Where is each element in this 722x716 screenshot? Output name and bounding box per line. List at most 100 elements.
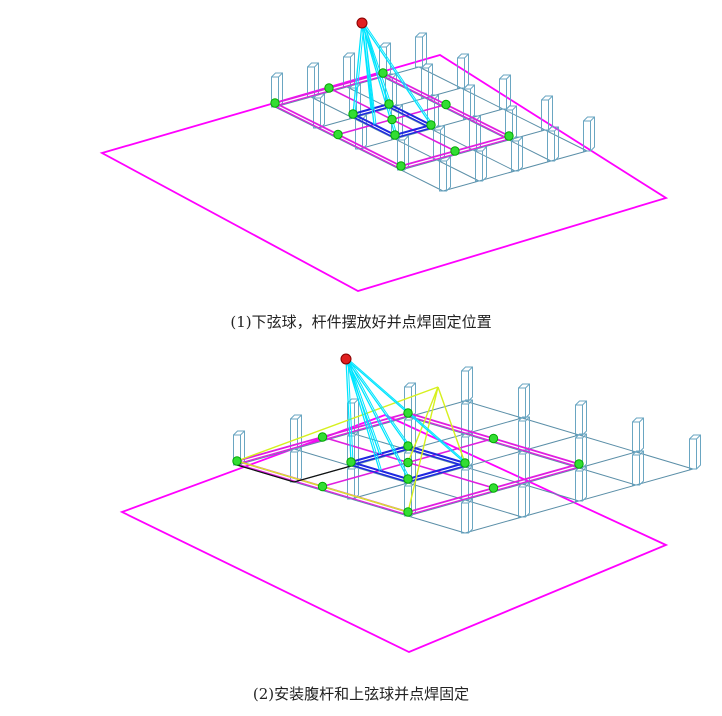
support-column — [433, 129, 441, 161]
support-column-edge — [468, 366, 473, 372]
support-column-edge — [689, 434, 701, 470]
support-column — [463, 88, 471, 120]
support-column — [461, 370, 469, 402]
support-column-edge — [525, 482, 530, 488]
support-column-edge — [428, 63, 433, 69]
crane-cable — [361, 22, 432, 126]
support-column-edge — [582, 433, 587, 439]
crane-cable — [345, 358, 381, 471]
support-column-edge — [470, 84, 475, 90]
inner-frame-member — [407, 448, 466, 467]
support-column-edge — [499, 74, 511, 110]
crane-cable — [347, 358, 382, 471]
ball-node — [504, 131, 514, 141]
ball-node — [333, 129, 343, 140]
ball-node — [488, 433, 499, 444]
support-column-edge — [525, 416, 530, 422]
support-column — [575, 470, 583, 502]
inner-frame-member — [407, 445, 466, 464]
support-column-edge — [278, 72, 283, 78]
support-column-edge — [639, 450, 644, 456]
ball-node — [390, 130, 400, 140]
support-column-edge — [297, 447, 302, 453]
support-column-edge — [350, 52, 355, 58]
inner-frame-member — [394, 127, 432, 139]
support-column — [518, 387, 526, 419]
support-column — [313, 97, 321, 129]
edge-line — [236, 464, 295, 483]
crane-cable — [347, 358, 354, 463]
support-column — [583, 120, 591, 152]
support-column-edge — [575, 466, 587, 502]
support-column — [355, 118, 363, 150]
support-column-edge — [411, 382, 416, 388]
figure2-ball-nodes — [232, 408, 584, 517]
support-column-edge — [696, 434, 701, 440]
ball-node — [403, 507, 413, 517]
support-column-edge — [554, 126, 559, 132]
inner-frame-member — [388, 103, 432, 126]
support-column-edge — [482, 146, 487, 152]
support-column — [632, 421, 640, 453]
support-column-edge — [575, 400, 587, 436]
support-column-edge — [468, 399, 473, 405]
support-column — [415, 36, 423, 68]
support-column — [499, 78, 507, 110]
support-column-edge — [506, 74, 511, 80]
edge-line — [293, 465, 352, 483]
figure2-crane-hook — [340, 353, 352, 365]
support-column-edge — [461, 366, 473, 402]
support-column — [518, 486, 526, 518]
support-column-edge — [582, 400, 587, 406]
support-column-edge — [518, 482, 530, 518]
support-column — [461, 502, 469, 534]
ball-node — [403, 457, 413, 468]
support-column — [457, 57, 465, 89]
ball-node — [346, 457, 356, 467]
crane-cable — [361, 22, 390, 105]
support-column-edge — [446, 156, 451, 162]
crane-cable — [363, 22, 377, 125]
inner-frame-member — [352, 116, 396, 139]
support-column-edge — [386, 42, 391, 48]
crane-cable — [347, 358, 382, 455]
support-column — [547, 130, 555, 162]
ball-node — [317, 432, 328, 442]
support-column — [632, 454, 640, 486]
support-column-edge — [314, 62, 319, 68]
ball-node — [403, 408, 413, 418]
support-column-edge — [354, 431, 359, 437]
crane-cable — [361, 22, 375, 125]
inner-frame-member — [388, 106, 432, 129]
ball-node — [396, 161, 406, 171]
figure2-caption: (2)安装腹杆和上弦球并点焊固定 — [252, 685, 470, 703]
web-member — [437, 386, 466, 464]
support-column-edge — [461, 498, 473, 534]
web-member — [236, 386, 439, 462]
web-member — [407, 386, 439, 513]
support-column-edge — [639, 417, 644, 423]
support-column-edge — [548, 95, 553, 101]
support-column-edge — [297, 414, 302, 420]
ball-node — [270, 98, 280, 108]
figure1-caption: (1)下弦球，杆件摆放好并点焊固定位置 — [230, 313, 492, 331]
figure1-ball-nodes — [270, 68, 514, 171]
ball-node — [317, 481, 328, 492]
ball-node — [403, 474, 413, 484]
support-column-edge — [525, 383, 530, 389]
support-column — [541, 99, 549, 131]
support-column-edge — [512, 105, 517, 111]
ball-node — [384, 99, 394, 109]
support-column-edge — [518, 383, 530, 419]
support-column-edge — [590, 116, 595, 122]
support-column — [575, 404, 583, 436]
crane-cable — [347, 358, 411, 480]
support-column-edge — [422, 32, 427, 38]
ball-node — [441, 99, 451, 110]
crane-cable — [352, 22, 363, 115]
inner-frame-member — [350, 464, 409, 483]
crane-cable — [345, 358, 409, 480]
support-column — [469, 119, 477, 151]
support-column-edge — [468, 465, 473, 471]
